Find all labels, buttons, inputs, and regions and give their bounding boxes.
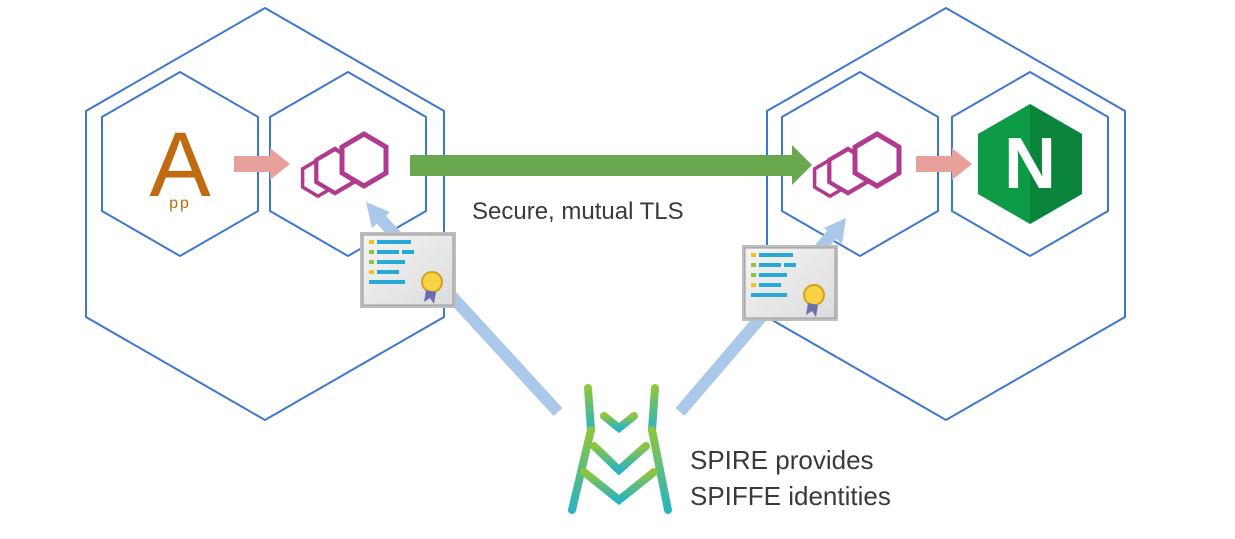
left-proxy-hexagon [269,70,427,258]
app-logo-letter: A [149,114,211,216]
nginx-logo-letter: N [1004,124,1056,204]
right-pod-outer-hexagon [766,6,1126,422]
certificate-icon [359,231,457,309]
envoy-proxy-icon [300,134,386,198]
proxy-to-nginx-arrow [916,148,972,180]
app-logo-icon: A pp [149,114,211,216]
spire-tower-icon [568,384,672,532]
spire-caption-line2: SPIFFE identities [690,481,891,511]
certificate-icon [741,244,839,322]
app-logo-subscript: pp [169,195,191,212]
connection-label: Secure, mutual TLS [472,198,684,225]
app-to-proxy-arrow [234,148,290,180]
left-pod-outer-hexagon [85,6,445,422]
nginx-container-hexagon [951,70,1109,258]
mutual-tls-arrow [410,145,812,185]
envoy-proxy-icon [812,134,899,198]
right-proxy-hexagon [781,70,939,258]
spire-caption-line1: SPIRE provides [690,445,874,475]
nginx-logo-icon: N [978,104,1082,224]
app-container-hexagon [101,70,259,258]
